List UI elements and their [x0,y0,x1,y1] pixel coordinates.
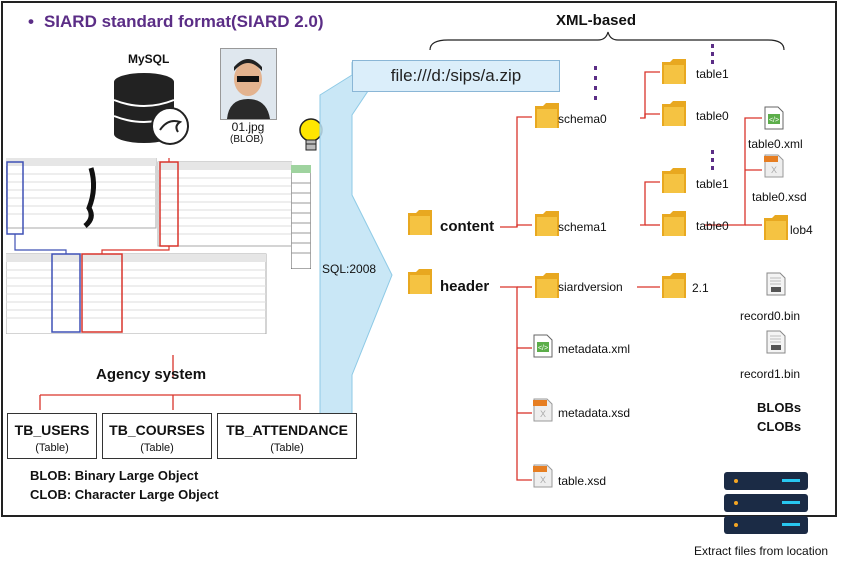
header-folder-icon [408,269,432,294]
metadata-xsd-label: metadata.xsd [558,406,631,420]
svg-text:</>: </> [769,117,779,124]
table0-folder-icon [662,101,686,126]
lob4-folder-icon [764,215,788,240]
sql-label: SQL:2008 [322,262,377,276]
siardversion-folder-icon [535,273,559,298]
mysql-database-icon [113,73,189,145]
table1-folder-icon [662,59,686,84]
schema0-folder-icon [535,103,559,128]
bin-file-icon [766,272,786,296]
xsd-file-icon: X [764,154,784,178]
svg-text:</>: </> [538,345,548,352]
svg-text:X: X [771,165,777,175]
xml-file-icon: </> [764,106,784,130]
mysql-label: MySQL [128,52,170,66]
table-box-courses: TB_COURSES(Table) [102,413,212,459]
agency-system-title: Agency system [96,366,207,383]
schema0-label: schema0 [558,112,607,126]
version-value: 2.1 [692,281,709,295]
diagram-title: •SIARD standard format(SIARD 2.0) [28,12,324,31]
content-label: content [440,218,495,235]
photo-type: (BLOB) [230,134,264,145]
metadata-xml-label: metadata.xml [558,342,631,356]
table1-folder-icon [662,168,686,193]
lightbulb-icon [299,118,323,151]
xml-based-label: XML-based [556,12,637,29]
table-box-attendance: TB_ATTENDANCE(Table) [217,413,357,459]
zip-url: file:///d:/sips/a.zip [352,60,560,92]
source-tables-snapshot [6,158,292,334]
server-icon [724,472,808,534]
table-box-users: TB_USERS(Table) [7,413,97,459]
diagram-frame [1,1,837,517]
xsd-file-icon: X [533,398,553,422]
content-folder-icon [408,210,432,235]
bin-file-icon [766,330,786,354]
table0-label: table0 [696,219,729,233]
record1-label: record1.bin [740,367,801,381]
table0-folder-icon [662,211,686,236]
svg-text:X: X [540,475,546,485]
svg-text:X: X [540,409,546,419]
table-xsd-label: table.xsd [558,474,607,488]
record0-label: record0.bin [740,309,801,323]
definitions: BLOB: Binary Large Object CLOB: Characte… [30,466,219,504]
table1-label: table1 [696,67,729,81]
extracted-table-icon [291,165,311,269]
extract-files-label: Extract files from location [694,544,829,558]
table1-label: table1 [696,177,729,191]
clob-definition: CLOB: Character Large Object [30,487,219,502]
blobs-clobs-label: BLOBs CLOBs [757,400,802,434]
lob4-label: lob4 [790,223,813,237]
blob-definition: BLOB: Binary Large Object [30,468,199,483]
xsd-file-icon: X [533,464,553,488]
xml-based-brace [429,31,785,51]
table0-label: table0 [696,109,729,123]
header-label: header [440,278,490,295]
schema1-label: schema1 [558,220,607,234]
table0-xsd-label: table0.xsd [752,190,807,204]
version-folder-icon [662,273,686,298]
photo-filename: 01.jpg [231,120,265,134]
siardversion-label: siardversion [558,280,623,294]
schema1-folder-icon [535,211,559,236]
photo-thumbnail [220,48,277,120]
table0-xml-label: table0.xml [748,137,803,151]
xml-file-icon: </> [533,334,553,358]
